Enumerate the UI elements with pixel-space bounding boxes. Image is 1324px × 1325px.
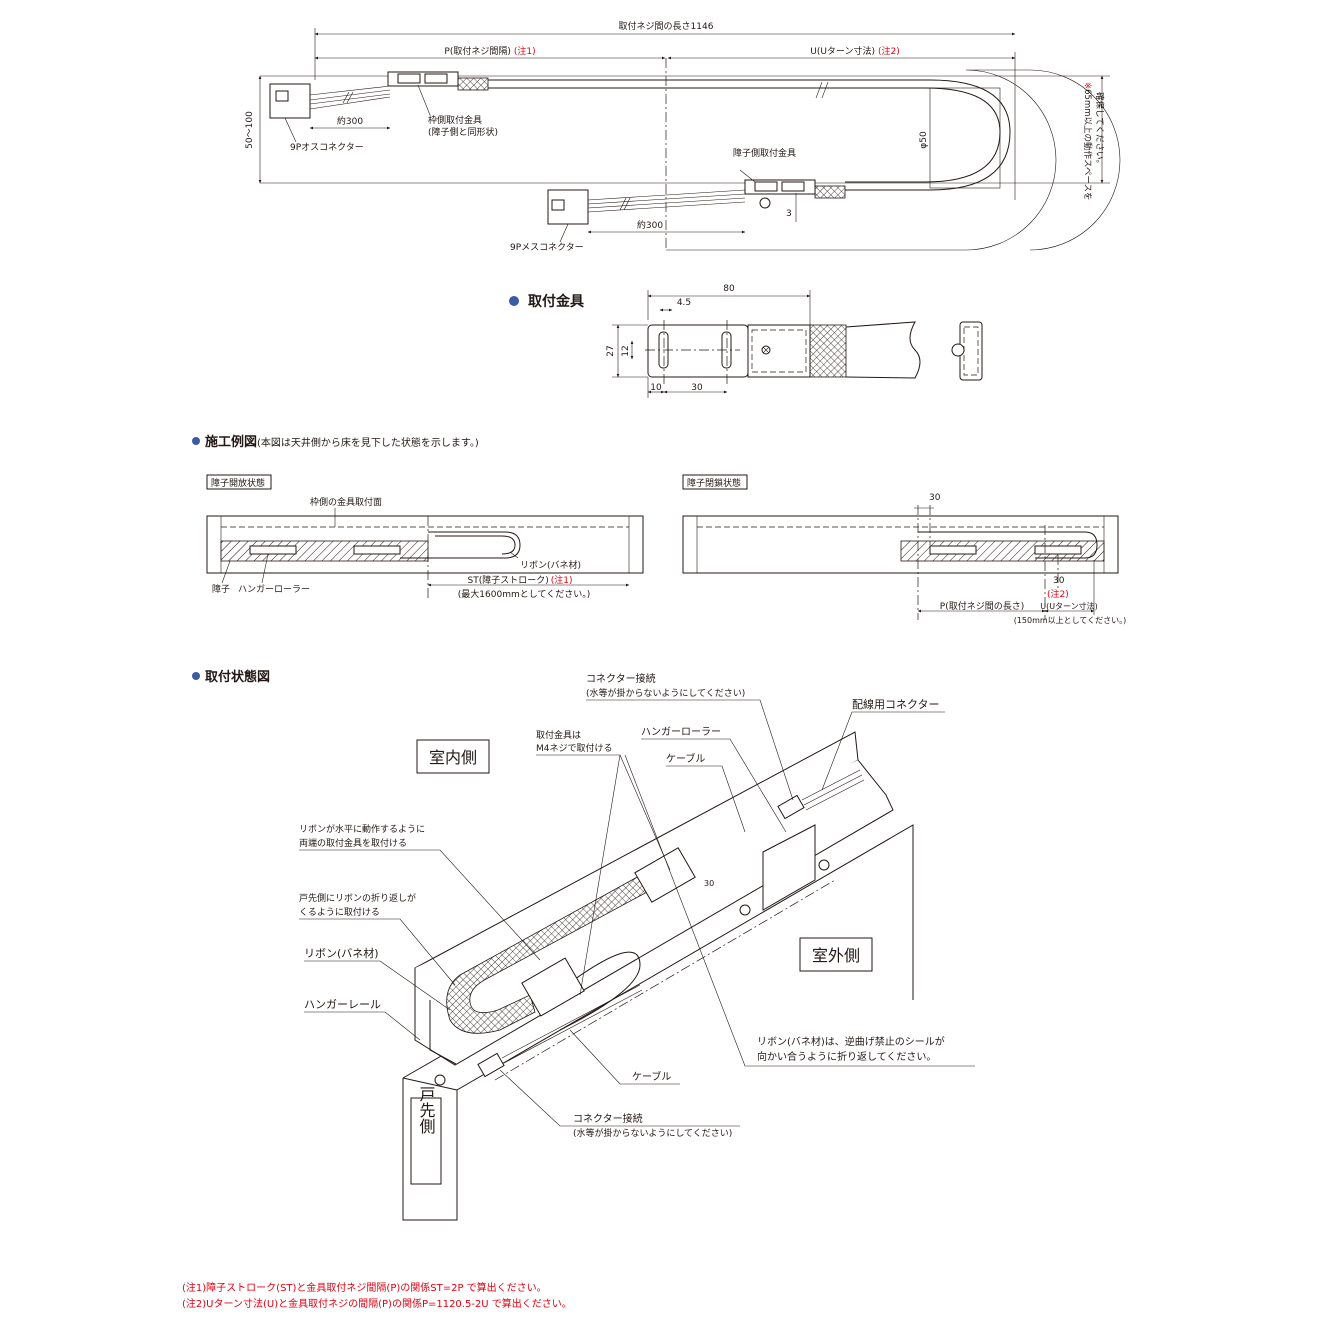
top-cable-diagram: 取付ネジ間の長さ1146 P(取付ネジ間隔) (注1) U(Uターン寸法)(注2)…	[245, 21, 1121, 253]
open-roller: ハンガーローラー	[238, 584, 310, 595]
dim-3-label: 3	[786, 209, 792, 219]
dim-27-label: 27	[606, 345, 616, 356]
open-frame-face: 枠側の金具取付面	[310, 496, 382, 508]
open-stroke: ST(障子ストローク)(注1)	[468, 574, 573, 586]
install-title: 取付状態図	[205, 669, 270, 685]
height-range-label: 50〜100	[245, 111, 255, 149]
total-length-label: 取付ネジ間の長さ1146	[619, 21, 714, 32]
connector-bottom-2: (水等が掛からないようにしてください)	[573, 1127, 732, 1139]
closed-u-min: (150mm以上としてください。)	[1014, 616, 1127, 625]
hanger-roller-label: ハンガーローラー	[641, 726, 721, 738]
space-note-2: 確保してください。	[1094, 92, 1105, 168]
outdoor-label: 室外側	[812, 946, 860, 965]
bullet-icon	[192, 437, 200, 445]
male-connector-label: 9Pオスコネクター	[290, 142, 364, 153]
install-section: 取付状態図 室内側 室外側 戸先側 コネ	[192, 669, 975, 1221]
dim-80-label: 80	[723, 284, 735, 294]
hanger-rail-label: ハンガーレール	[304, 998, 381, 1011]
note-1: (注1)障子ストローク(ST)と金具取付ネジ間隔(P)の関係ST=2P で算出く…	[182, 1281, 547, 1294]
u-label: U(Uターン寸法)	[810, 45, 875, 57]
dim-10-label: 10	[650, 383, 662, 393]
footnotes: (注1)障子ストローク(ST)と金具取付ネジ間隔(P)の関係ST=2P で算出く…	[182, 1281, 572, 1310]
wiring-connector-label: 配線用コネクター	[852, 697, 940, 711]
closed-dim-30-bottom: 30	[1053, 576, 1065, 586]
cable-top-label: ケーブル	[666, 752, 705, 765]
female-connector-label: 9Pメスコネクター	[510, 242, 584, 253]
example-title: 施工例図(本図は天井側から床を見下した状態を示します。)	[205, 434, 479, 450]
closed-dim-30-top: 30	[929, 493, 941, 503]
bracket-title: 取付金具	[528, 293, 584, 310]
open-ribbon: リボン(バネ材)	[520, 559, 581, 571]
length-300-b: 約300	[637, 219, 663, 231]
closed-tag: 障子閉鎖状態	[687, 477, 741, 489]
fold-label-1: 戸先側にリボンの折り返しが	[299, 892, 416, 904]
mount-label-1: 取付金具は	[536, 729, 581, 741]
p-note: (注1)	[514, 45, 536, 57]
cable-bottom-label: ケーブル	[632, 1070, 671, 1083]
frame-bracket-label-1: 枠側取付金具	[428, 114, 482, 126]
connector-top-2: (水等が掛からないようにしてください)	[586, 687, 745, 699]
frame-bracket-label-2: (障子側と同形状)	[428, 126, 498, 138]
fold-label-2: くるように取付ける	[299, 907, 380, 918]
u-note: (注2)	[878, 45, 900, 57]
horizontal-label-2: 両端の取付金具を取付ける	[299, 837, 407, 849]
door-outline	[402, 824, 914, 1221]
open-sash: 障子	[212, 583, 230, 595]
indoor-label: 室内側	[429, 748, 477, 767]
closed-u-label: U(Uターン寸法)	[1040, 601, 1098, 611]
dim-30-install: 30	[704, 879, 714, 888]
horizontal-label-1: リボンが水平に動作するように	[299, 823, 425, 835]
length-300-a: 約300	[337, 115, 363, 127]
open-max: (最大1600mmとしてください。)	[458, 588, 590, 600]
bullet-icon	[509, 296, 519, 306]
u-dimension: U(Uターン寸法)(注2)	[810, 45, 900, 57]
ribbon-label: リボン(バネ材)	[304, 946, 379, 960]
example-section: 施工例図(本図は天井側から床を見下した状態を示します。) 障子開放状態 枠側の金…	[192, 434, 1126, 625]
p-dimension: P(取付ネジ間隔) (注1)	[444, 45, 535, 57]
note-2: (注2)Uターン寸法(U)と金具取付ネジの間隔(P)の関係P=1120.5-2U…	[182, 1297, 572, 1310]
mount-label-2: M4ネジで取付ける	[536, 743, 613, 754]
dim-30-label: 30	[691, 383, 703, 393]
dim-12-label: 12	[621, 345, 631, 356]
closed-p-label: P(取付ネジ間の長さ)	[940, 601, 1024, 612]
connector-top-1: コネクター接続	[586, 672, 656, 685]
dim-4-5-label: 4.5	[677, 298, 691, 308]
seal-label-1: リボン(バネ材)は、逆曲げ禁止のシールが	[757, 1035, 945, 1048]
closed-note2: (注2)	[1047, 588, 1069, 600]
door-end-label: 戸先側	[417, 1086, 436, 1134]
p-label: P(取付ネジ間隔)	[444, 46, 510, 57]
seal-label-2: 向かい合うように折り返してください。	[757, 1050, 936, 1063]
bullet-icon	[192, 672, 200, 680]
bracket-section: 取付金具 80 4.5 27 12 10 30	[509, 284, 983, 398]
sash-bracket-label: 障子側取付金具	[733, 147, 796, 159]
ribbon-shape	[446, 869, 661, 1034]
open-tag: 障子開放状態	[211, 477, 265, 489]
diameter-label: φ50	[919, 131, 929, 149]
space-note: ※65mm以上の動作スペースを	[1082, 82, 1093, 200]
connector-bottom-1: コネクター接続	[573, 1112, 643, 1125]
